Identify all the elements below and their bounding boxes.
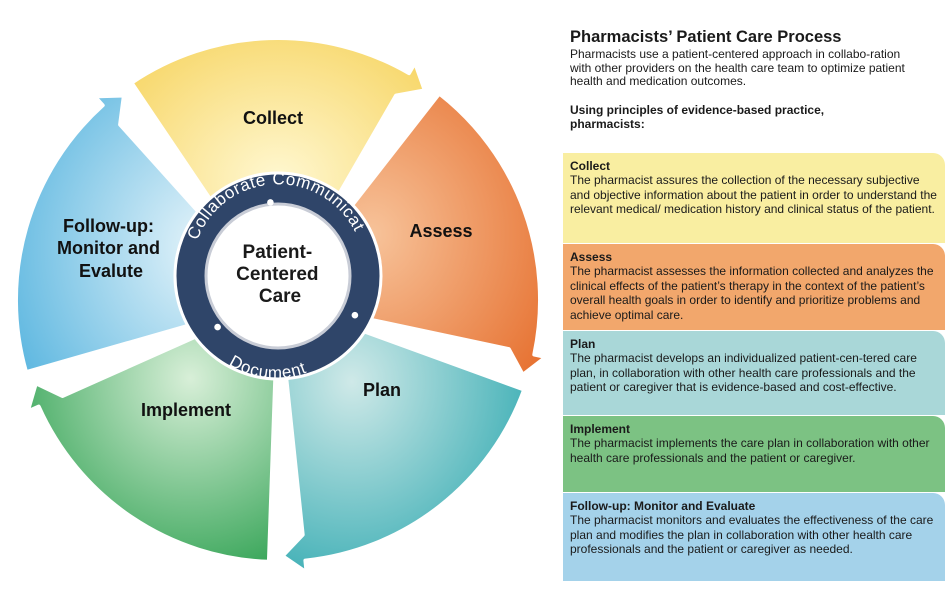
step-title: Assess xyxy=(570,250,613,264)
segment-label-collect: Collect xyxy=(243,108,303,128)
step-text: The pharmacist develops an individualize… xyxy=(570,351,917,395)
step-text: The pharmacist assures the collection of… xyxy=(570,173,937,217)
description-panel: Pharmacists’ Patient Care Process Pharma… xyxy=(563,28,945,131)
step-text: The pharmacist monitors and evaluates th… xyxy=(570,513,934,557)
segment-plan xyxy=(276,298,527,575)
step-assess: Assess The pharmacist assesses the infor… xyxy=(563,244,945,330)
center-label: Patient- Centered Care xyxy=(236,242,324,307)
step-title: Implement xyxy=(570,422,631,436)
step-title: Follow-up: Monitor and Evaluate xyxy=(570,499,756,513)
segment-collect xyxy=(129,36,427,302)
step-implement: Implement The pharmacist implements the … xyxy=(563,416,945,492)
segment-label-followup: Follow-up: Monitor and Evalute xyxy=(57,216,165,281)
step-text: The pharmacist implements the care plan … xyxy=(570,436,930,465)
segment-label-assess: Assess xyxy=(409,221,472,241)
step-text: The pharmacist assesses the information … xyxy=(570,264,934,322)
panel-intro: Pharmacists use a patient-centered appro… xyxy=(570,47,905,88)
care-process-wheel: Collaborate Communicate Document Patient… xyxy=(16,36,546,575)
segment-label-implement: Implement xyxy=(141,400,231,420)
step-collect: Collect The pharmacist assures the colle… xyxy=(563,153,945,243)
panel-title: Pharmacists’ Patient Care Process xyxy=(570,28,842,46)
segment-label-plan: Plan xyxy=(363,380,401,400)
step-followup: Follow-up: Monitor and Evaluate The phar… xyxy=(563,493,945,581)
panel-subhead: Using principles of evidence-based pract… xyxy=(570,102,825,131)
segment-implement xyxy=(25,298,280,564)
step-plan: Plan The pharmacist develops an individu… xyxy=(563,331,945,415)
step-title: Collect xyxy=(570,159,611,173)
step-title: Plan xyxy=(570,337,596,351)
